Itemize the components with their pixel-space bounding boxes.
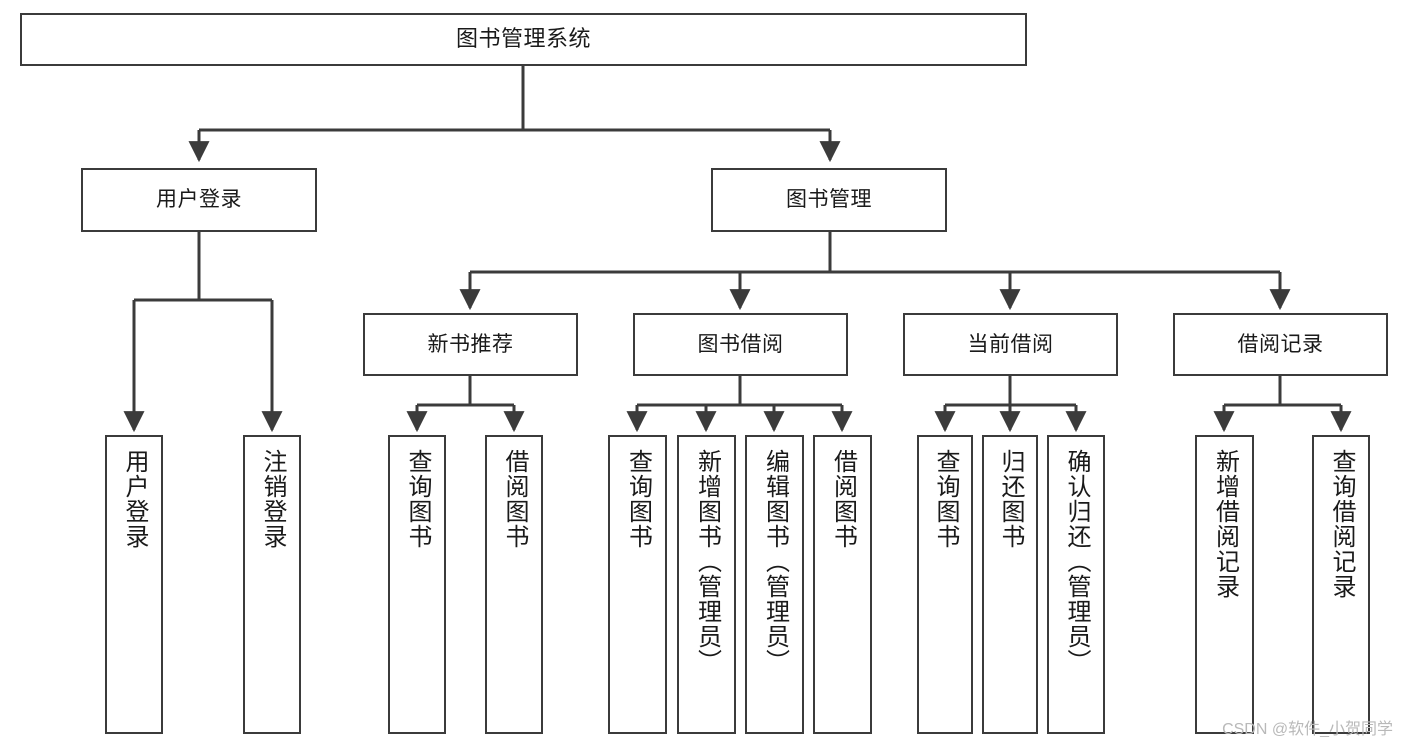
node-label: 当前借阅: [967, 332, 1054, 356]
node-label: 借阅记录: [1237, 332, 1324, 356]
node-label: 用户登录: [156, 188, 242, 212]
node-label: 新书推荐: [427, 332, 514, 356]
leaf-add-borrow-record[interactable]: 新增借阅记录: [1195, 435, 1254, 734]
leaf-confirm-return-admin[interactable]: 确认归还（管理员）: [1047, 435, 1105, 734]
node-label: 图书管理: [786, 188, 872, 212]
node-label: 借阅图书: [829, 449, 857, 549]
node-label: 用户登录: [121, 449, 148, 549]
node-new-book-recommendation[interactable]: 新书推荐: [363, 313, 578, 376]
watermark: CSDN @软件_小贺同学: [1222, 721, 1393, 738]
leaf-borrow-book[interactable]: 借阅图书: [813, 435, 872, 734]
node-label: 新增借阅记录: [1211, 449, 1239, 599]
node-book-borrowing[interactable]: 图书借阅: [633, 313, 848, 376]
leaf-query-book-current[interactable]: 查询图书: [917, 435, 973, 734]
node-root-book-management-system[interactable]: 图书管理系统: [20, 13, 1027, 66]
node-label: 新增图书（管理员）: [693, 449, 721, 674]
node-label: 确认归还（管理员）: [1063, 449, 1090, 674]
leaf-query-borrow-record[interactable]: 查询借阅记录: [1312, 435, 1370, 734]
node-label: 图书管理系统: [455, 26, 591, 52]
leaf-logout[interactable]: 注销登录: [243, 435, 301, 734]
node-borrowing-records[interactable]: 借阅记录: [1173, 313, 1388, 376]
leaf-query-book-borrow[interactable]: 查询图书: [608, 435, 667, 734]
node-label: 借阅图书: [501, 449, 528, 549]
node-label: 注销登录: [259, 449, 286, 549]
node-label: 查询图书: [932, 449, 959, 549]
leaf-return-book[interactable]: 归还图书: [982, 435, 1038, 734]
leaf-add-book-admin[interactable]: 新增图书（管理员）: [677, 435, 736, 734]
leaf-query-book-new[interactable]: 查询图书: [388, 435, 446, 734]
node-label: 查询借阅记录: [1328, 449, 1355, 599]
leaf-edit-book-admin[interactable]: 编辑图书（管理员）: [745, 435, 804, 734]
node-label: 编辑图书（管理员）: [761, 449, 789, 674]
node-label: 图书借阅: [697, 332, 784, 356]
node-current-borrowing[interactable]: 当前借阅: [903, 313, 1118, 376]
leaf-borrow-book-new[interactable]: 借阅图书: [485, 435, 543, 734]
node-book-management[interactable]: 图书管理: [711, 168, 947, 232]
node-user-login[interactable]: 用户登录: [81, 168, 317, 232]
node-label: 查询图书: [404, 449, 431, 549]
node-label: 归还图书: [997, 449, 1024, 549]
node-label: 查询图书: [624, 449, 652, 549]
leaf-user-login[interactable]: 用户登录: [105, 435, 163, 734]
